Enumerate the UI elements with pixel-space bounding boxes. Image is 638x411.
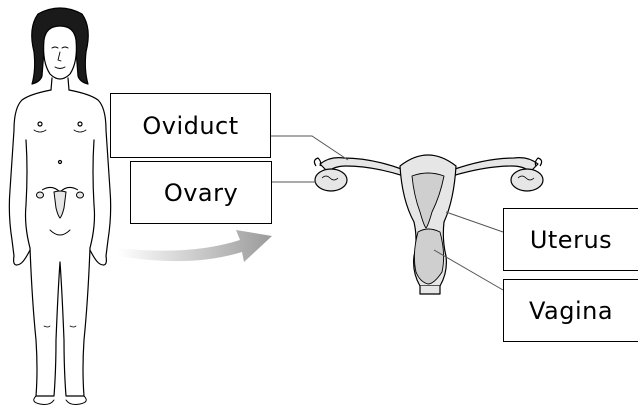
label-vagina: Vagina [503,279,638,342]
leader-line-uterus [445,211,504,233]
female-body-figure [8,7,112,405]
label-oviduct: Oviduct [110,93,271,158]
label-vagina-text: Vagina [528,296,614,325]
enlarged-reproductive-organs [313,154,544,295]
small-reproductive-organs [36,186,84,219]
transition-arrow [118,230,272,262]
label-uterus: Uterus [503,208,638,271]
ovary-left [314,168,348,192]
torso-outline [8,89,112,257]
leader-lines [271,135,504,291]
ovary-right [510,168,544,192]
legs-outline [29,247,91,397]
label-ovary: Ovary [130,161,272,224]
label-oviduct-text: Oviduct [142,111,239,140]
leader-line-vagina [433,249,504,291]
label-ovary-text: Ovary [163,178,239,207]
vagina [413,228,445,285]
leader-line-oviduct [271,135,349,161]
uterine-cavity [411,172,445,229]
label-uterus-text: Uterus [529,225,613,254]
